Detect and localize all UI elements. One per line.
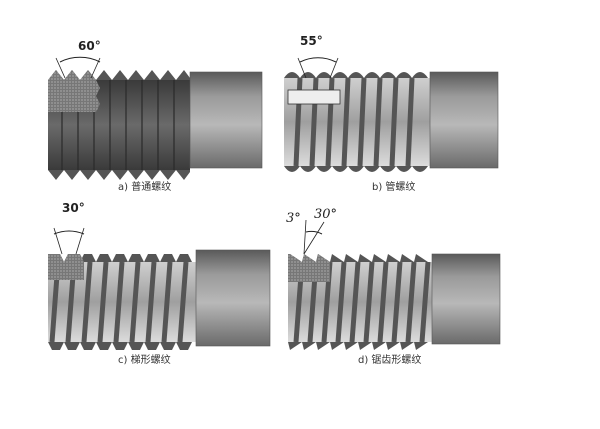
panel-c-angle-label: 30° bbox=[62, 201, 85, 215]
panel-d-angle-label-2: 30° bbox=[314, 207, 337, 222]
panel-b-pipe-thread: 55° b) 管螺纹 bbox=[284, 34, 499, 193]
panel-a-angle-label: 60° bbox=[78, 39, 101, 53]
panel-c-trapezoidal-thread: 30° c) 梯形螺纹 bbox=[48, 201, 271, 366]
panel-b-section-cut bbox=[287, 89, 341, 105]
panel-b-shank bbox=[429, 71, 499, 169]
panel-d-caption: d) 锯齿形螺纹 bbox=[358, 353, 421, 366]
panel-b-angle-label: 55° bbox=[300, 34, 323, 48]
panel-a-section-hatch bbox=[48, 70, 100, 112]
panel-d-angle-label-1: 3° bbox=[286, 211, 301, 226]
panel-d-section-hatch bbox=[288, 254, 330, 282]
panel-a-metric-thread: 60° a) 普通螺纹 bbox=[48, 39, 263, 193]
panel-c-caption: c) 梯形螺纹 bbox=[118, 353, 171, 366]
panel-a-caption: a) 普通螺纹 bbox=[118, 180, 171, 193]
panel-a-shank bbox=[189, 71, 263, 169]
panel-c-section-hatch bbox=[48, 254, 84, 280]
panel-c-teeth bbox=[48, 254, 196, 350]
panel-d-buttress-thread: 3° 30° d) 锯齿形螺纹 bbox=[286, 207, 501, 366]
panel-c-shank bbox=[195, 249, 271, 347]
panel-b-teeth bbox=[284, 72, 430, 172]
panel-d-shank bbox=[431, 253, 501, 345]
panel-b-caption: b) 管螺纹 bbox=[372, 180, 415, 193]
